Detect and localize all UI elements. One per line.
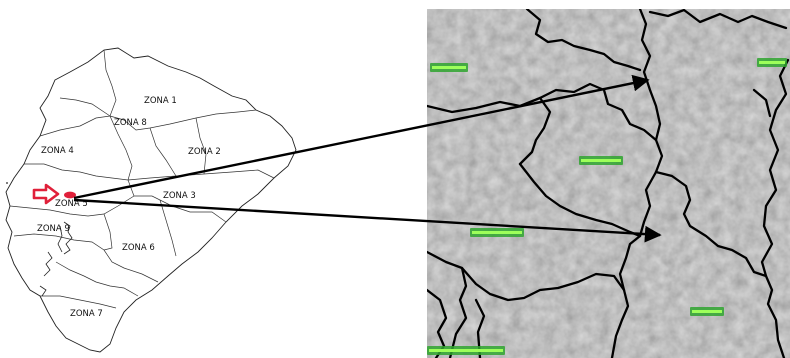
highlight-ellipse — [64, 191, 76, 199]
arrow-icon — [73, 74, 650, 200]
location-marker — [32, 183, 76, 205]
zone-label-4: ZONA 4 — [41, 146, 74, 156]
zone-label-8: ZONA 8 — [114, 118, 147, 128]
place-label-bottom-right — [690, 307, 724, 316]
urban-cluster — [39, 221, 73, 297]
place-label-mid-left — [470, 228, 524, 237]
hollow-arrow-icon — [32, 183, 60, 205]
zone-label-6: ZONA 6 — [122, 243, 155, 253]
place-label-bottom-left — [427, 346, 505, 355]
place-label-top-right — [757, 58, 787, 67]
arrow-icon — [73, 198, 662, 243]
zone-label-9: ZONA 9 — [37, 224, 70, 234]
offshore-point — [6, 182, 8, 184]
zone-label-1: ZONA 1 — [144, 96, 177, 106]
detail-boundaries — [427, 9, 790, 358]
zone-boundaries — [9, 49, 275, 309]
zone-label-7: ZONA 7 — [70, 309, 103, 319]
zone-label-5: ZONA 5 — [55, 199, 88, 209]
place-label-top-left — [430, 63, 468, 72]
place-label-center — [579, 156, 623, 165]
connector-arrows — [73, 74, 662, 243]
place-labels — [427, 58, 787, 355]
zone-label-3: ZONA 3 — [163, 191, 196, 201]
overview-map: ZONA 1 ZONA 2 ZONA 3 ZONA 4 ZONA 5 ZONA … — [5, 47, 297, 353]
zone-label-2: ZONA 2 — [188, 147, 221, 157]
detail-map — [427, 9, 790, 358]
